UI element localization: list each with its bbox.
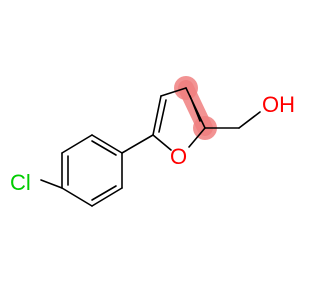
bond-ch2-oh [238,111,261,129]
hydroxyl-label: OH [262,92,295,117]
bond-phenyl-double-1 [91,140,117,156]
bond-biaryl [121,134,154,154]
bond-furan-c5-c4 [152,95,162,136]
bond-phenyl-1 [91,134,123,154]
bond-phenyl-4 [61,187,93,207]
bond-furan-c4-c3 [160,87,187,97]
bond-furan-o-c5 [152,134,172,151]
furan-ring [152,87,206,151]
molecule-structure: OH O Cl [10,76,295,207]
bond-phenyl-2 [61,134,93,154]
bond-furan-double-c3c2 [189,95,201,122]
bond-phenyl-double-3 [91,185,117,201]
ring-oxygen-label: O [170,144,187,169]
chlorine-label: Cl [10,170,31,195]
bond-c-cl [40,179,63,189]
bond-phenyl-5 [91,187,123,207]
bond-furan-c2-o [188,127,206,148]
chlorophenyl-ring [61,134,123,207]
bond-furan-double-c5c4 [158,99,167,133]
